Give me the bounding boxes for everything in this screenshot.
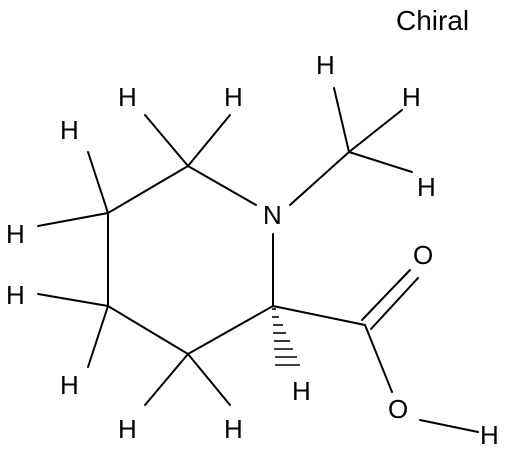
bonds — [107, 151, 479, 433]
atom-h: H — [60, 370, 79, 400]
atom-n: N — [263, 200, 282, 230]
atom-o-carbonyl: O — [413, 240, 433, 270]
bond-c6-h-left — [144, 114, 189, 167]
atom-h: H — [224, 82, 243, 112]
chiral-flag: Chiral — [396, 5, 469, 36]
bond-c3-h-left — [144, 353, 189, 406]
hydrogen-labels: H H H H H H H H H H H H H — [6, 50, 499, 449]
atom-h: H — [60, 115, 79, 145]
bond-n-methyl — [289, 151, 350, 206]
bond-o-h — [419, 419, 479, 433]
bond-carbonyl-b — [370, 277, 419, 330]
bond-c2-c3 — [187, 305, 274, 355]
hydrogen-bonds — [37, 87, 413, 406]
bond-c5-h-top — [87, 151, 109, 214]
bond-c4-h-bottom — [87, 305, 109, 368]
atom-labels: N O O — [263, 200, 433, 424]
bond-c-oh — [364, 324, 393, 393]
atom-h: H — [118, 414, 137, 444]
atom-h: H — [118, 82, 137, 112]
atom-h: H — [480, 420, 499, 449]
bond-c3-h-right — [187, 353, 231, 406]
atom-h: H — [417, 172, 436, 202]
bond-carbonyl-a — [361, 269, 411, 321]
atom-h: H — [316, 50, 335, 80]
bond-c6-h-right — [187, 114, 231, 167]
bond-c5-c6 — [107, 165, 189, 214]
bond-methyl-h-lower — [348, 151, 413, 173]
atom-h: H — [402, 82, 421, 112]
atom-h: H — [292, 376, 311, 406]
bond-methyl-h-top — [333, 87, 350, 153]
atom-o-hydroxyl: O — [388, 394, 408, 424]
atom-h: H — [6, 219, 25, 249]
bond-c6-n — [187, 165, 257, 206]
hashed-wedge-bond — [272, 308, 300, 366]
atom-h: H — [224, 414, 243, 444]
atom-h: H — [6, 280, 25, 310]
bond-c2-carboxyl — [272, 305, 366, 326]
bond-methyl-h-right — [348, 109, 403, 153]
bond-c3-c4 — [107, 305, 189, 355]
bond-c5-h-left — [37, 212, 109, 227]
bond-c4-h-left — [37, 293, 109, 307]
